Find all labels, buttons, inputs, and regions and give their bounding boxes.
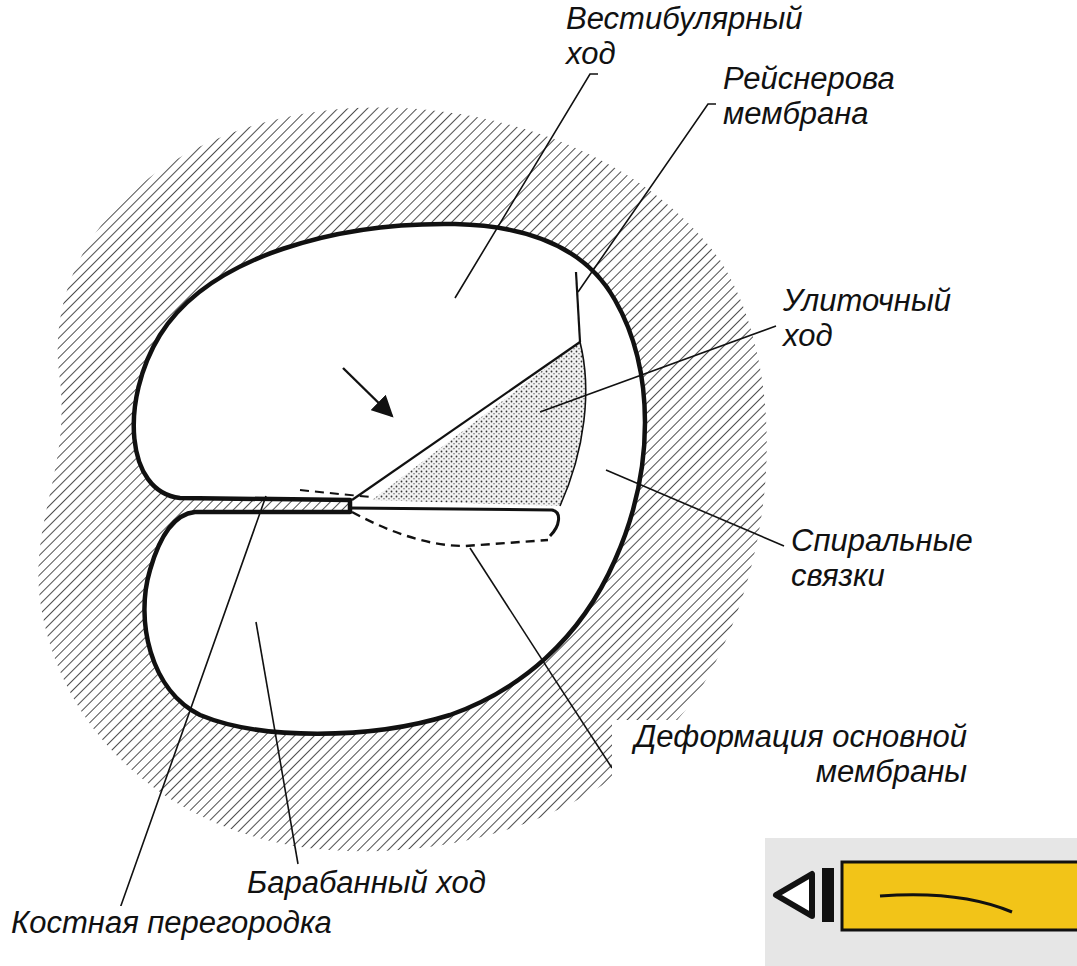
membrane-deformation — [352, 512, 548, 546]
cochlear-duct — [372, 342, 586, 506]
membrane-deformation — [300, 490, 370, 497]
part-label: Деформация основной мембраны — [612, 720, 970, 789]
part-label: Улиточный ход — [780, 284, 954, 353]
spiral-ligament-edge — [560, 342, 586, 506]
part-label: Барабанный ход — [244, 866, 489, 901]
part-label: Костная перегородка — [8, 906, 335, 941]
part-label: Спиральные связки — [788, 524, 976, 593]
duct-wall — [576, 272, 580, 342]
basilar-membrane — [350, 508, 559, 536]
part-label: Рейснерова мембрана — [720, 62, 898, 131]
pressure-arrow — [343, 368, 392, 416]
reissner-membrane — [352, 342, 580, 500]
cochlear-canal — [134, 224, 645, 734]
inset-picture — [765, 838, 1077, 966]
